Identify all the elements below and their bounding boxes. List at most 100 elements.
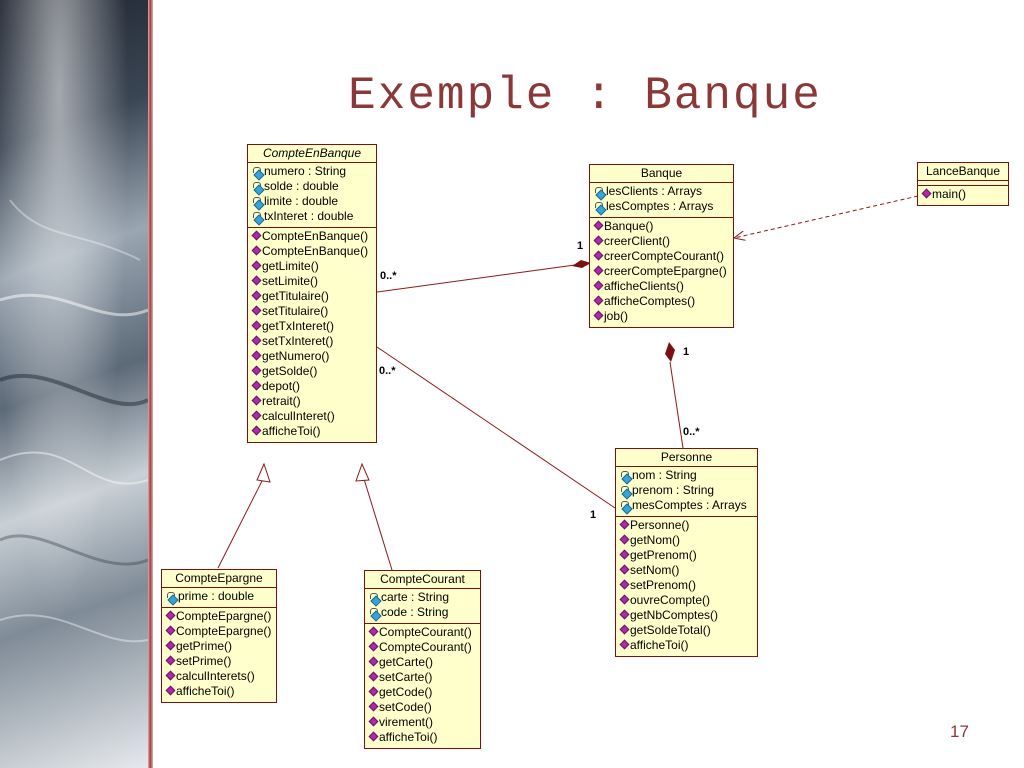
dependency-lancebanque-banque-line [734,195,919,238]
operations-section: Banque()creerClient()creerCompteCourant(… [590,217,733,327]
operation-row[interactable]: job() [590,309,733,324]
operation-row[interactable]: setCarte() [365,670,480,685]
operation-row[interactable]: depot() [248,379,376,394]
operation-row[interactable]: afficheToi() [616,638,757,653]
operation-row[interactable]: getCarte() [365,655,480,670]
operation-row[interactable]: retrait() [248,394,376,409]
operation-text: setNom() [630,563,680,577]
operation-row[interactable]: CompteEnBanque() [248,229,376,244]
operation-row[interactable]: CompteCourant() [365,625,480,640]
streak [0,451,148,485]
operation-row[interactable]: afficheClients() [590,279,733,294]
attribute-row[interactable]: lesComptes : Arrays [590,199,733,214]
operation-row[interactable]: setPrenom() [616,578,757,593]
operation-text: calculInterets() [176,669,255,683]
operation-text: getSoldeTotal() [630,623,711,637]
decorative-side-panel [0,0,148,768]
operation-row[interactable]: Banque() [590,219,733,234]
public-operation-icon [369,627,377,639]
operation-row[interactable]: getNbComptes() [616,608,757,623]
operation-row[interactable]: virement() [365,715,480,730]
operation-row[interactable]: calculInterets() [162,669,276,684]
attribute-row[interactable]: nom : String [616,468,757,483]
class-name: LanceBanque [918,163,1008,181]
class-name: CompteEpargne [162,570,276,588]
streak [9,199,141,261]
public-operation-icon [620,595,628,607]
operation-row[interactable]: getPrenom() [616,548,757,563]
operation-row[interactable]: creerCompteCourant() [590,249,733,264]
operation-row[interactable]: getSolde() [248,364,376,379]
operation-row[interactable]: ouvreCompte() [616,593,757,608]
attribute-row[interactable]: prenom : String [616,483,757,498]
streak [0,534,148,566]
public-operation-icon [166,611,174,623]
public-operation-icon [252,306,260,318]
public-operation-icon [252,381,260,393]
attribute-row[interactable]: mesComptes : Arrays [616,498,757,513]
operation-row[interactable]: setNom() [616,563,757,578]
operation-text: setTitulaire() [262,304,329,318]
operation-row[interactable]: getCode() [365,685,480,700]
operations-section: main() [918,185,1008,205]
operation-row[interactable]: setPrime() [162,654,276,669]
class-name: Banque [590,165,733,183]
operations-section: CompteEnBanque()CompteEnBanque()getLimit… [248,227,376,442]
private-attribute-icon [252,166,263,178]
attributes-section: prime : double [162,588,276,607]
streak [0,373,148,407]
operation-row[interactable]: setTitulaire() [248,304,376,319]
operation-row[interactable]: calculInteret() [248,409,376,424]
operation-row[interactable]: CompteCourant() [365,640,480,655]
public-operation-icon [252,261,260,273]
operation-row[interactable]: CompteEpargne() [162,624,276,639]
attribute-row[interactable]: prime : double [162,589,276,604]
side-panel-streaks [0,199,148,643]
operation-row[interactable]: CompteEnBanque() [248,244,376,259]
operation-text: CompteEnBanque() [262,229,369,243]
operation-row[interactable]: getPrime() [162,639,276,654]
operation-row[interactable]: getLimite() [248,259,376,274]
operation-row[interactable]: Personne() [616,518,757,533]
operation-row[interactable]: getSoldeTotal() [616,623,757,638]
public-operation-icon [922,189,930,201]
attribute-row[interactable]: carte : String [365,590,480,605]
public-operation-icon [620,565,628,577]
operation-row[interactable]: getNumero() [248,349,376,364]
operation-text: creerCompteCourant() [604,249,725,263]
operation-row[interactable]: afficheToi() [248,424,376,439]
public-operation-icon [369,642,377,654]
public-operation-icon [252,246,260,258]
attribute-row[interactable]: numero : String [248,164,376,179]
attribute-row[interactable]: solde : double [248,179,376,194]
operation-row[interactable]: getTitulaire() [248,289,376,304]
attribute-row[interactable]: code : String [365,605,480,620]
attribute-row[interactable]: limite : double [248,194,376,209]
operation-row[interactable]: main() [918,187,1008,202]
attribute-text: mesComptes : Arrays [632,498,747,512]
public-operation-icon [369,732,377,744]
operation-row[interactable]: setCode() [365,700,480,715]
operation-row[interactable]: getTxInteret() [248,319,376,334]
operation-row[interactable]: afficheToi() [162,684,276,699]
operation-row[interactable]: creerClient() [590,234,733,249]
operation-row[interactable]: CompteEpargne() [162,609,276,624]
slide-divider-rule [148,0,153,768]
operation-row[interactable]: creerCompteEpargne() [590,264,733,279]
attribute-row[interactable]: txInteret : double [248,209,376,224]
operation-row[interactable]: afficheToi() [365,730,480,745]
public-operation-icon [620,640,628,652]
operation-row[interactable]: setTxInteret() [248,334,376,349]
operation-text: getTxInteret() [262,319,335,333]
operation-row[interactable]: getNom() [616,533,757,548]
attribute-row[interactable]: lesClients : Arrays [590,184,733,199]
operation-row[interactable]: afficheComptes() [590,294,733,309]
operation-row[interactable]: setLimite() [248,274,376,289]
class-lancebanque[interactable]: LanceBanque main() [917,162,1009,206]
